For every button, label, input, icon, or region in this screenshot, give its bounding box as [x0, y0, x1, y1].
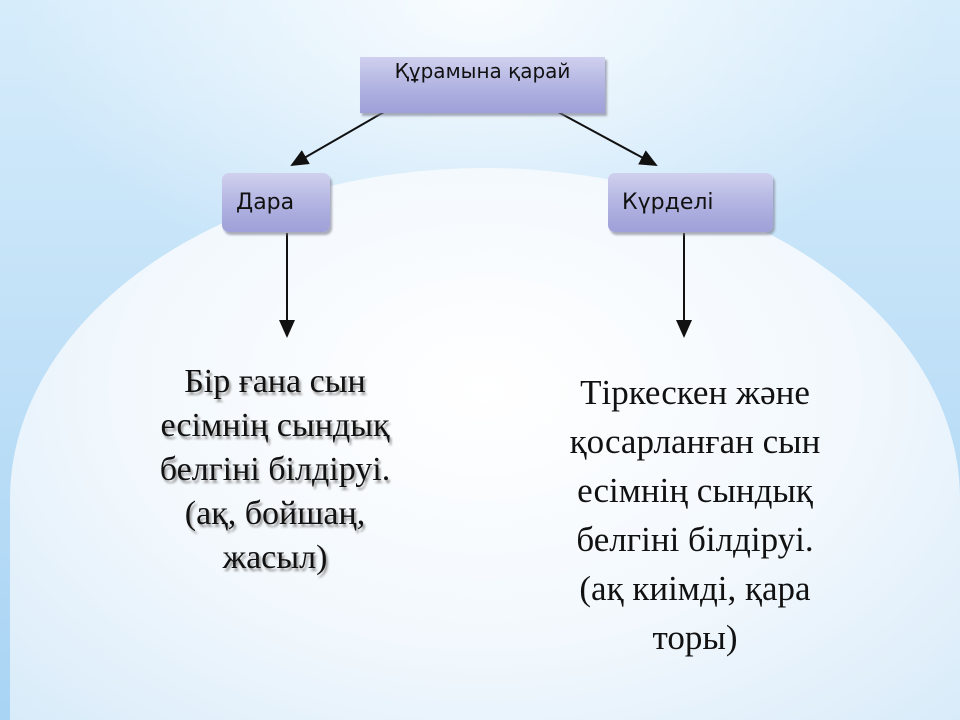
- dara-description: Бір ғана сын есімнің сындық белгіні білд…: [159, 363, 391, 576]
- background-ellipse: [10, 168, 960, 720]
- node-dara: Дара: [222, 173, 330, 232]
- arrow-root-to-kurdeli: [557, 111, 658, 166]
- root-node: Құрамына қарай: [360, 57, 605, 113]
- kurdeli-description: Тіркескен және қосарланған сын есімнің с…: [569, 373, 821, 657]
- node-kurdeli: Күрделі: [608, 173, 773, 232]
- arrow-root-to-dara: [290, 111, 385, 166]
